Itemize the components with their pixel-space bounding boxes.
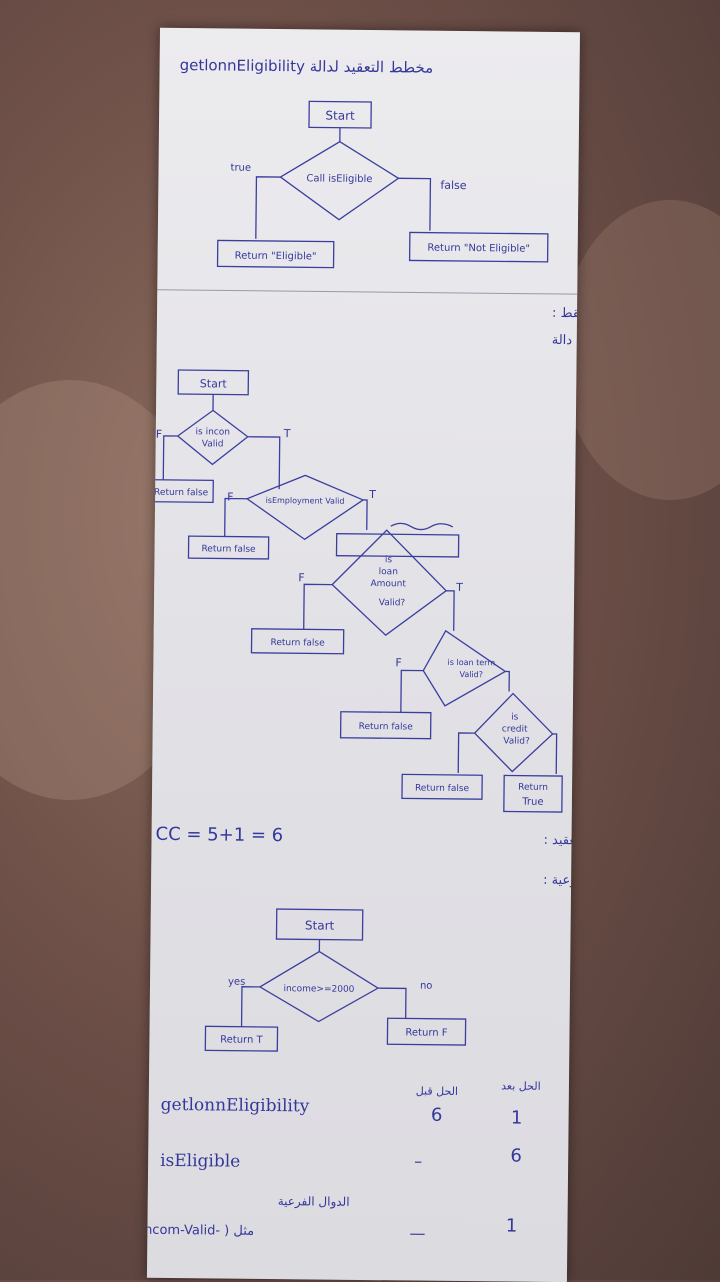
s2-scratched-box — [336, 534, 458, 557]
s2-d4-right-line — [505, 671, 509, 691]
table-row3-before: — — [409, 1223, 425, 1242]
table-row1-before: 6 — [431, 1105, 443, 1126]
s2-d1-true: T — [283, 427, 291, 440]
s2-d5-line2: credit — [502, 724, 528, 734]
table-row3-name: (incom-Valid- ) مثل — [147, 1223, 254, 1239]
s2-d2-label: isEmployment Valid — [266, 496, 345, 506]
handwritten-diagrams: getlonnEligibility مخطط التعقيد لدالة St… — [147, 28, 580, 1282]
s2-return-true-line1: Return — [518, 783, 548, 793]
s2-return-false-4-label: Return false — [359, 722, 414, 733]
cc-label: حساب التعقيد : — [543, 833, 580, 849]
s2-d2-true: T — [368, 488, 376, 501]
s1-right-line — [398, 178, 431, 230]
s2-d5-right-line — [552, 734, 556, 774]
table-col-after: الحل بعد — [501, 1079, 541, 1092]
s2-return-true-line2: True — [521, 797, 543, 808]
table-row2-name: isEligible — [160, 1151, 240, 1172]
s3-heading: مخططات الدوال الفرعية : — [543, 873, 580, 890]
s2-d3-false: F — [298, 571, 304, 584]
s2-d5-line1: is — [511, 713, 519, 723]
s2-d1-right-line — [247, 437, 280, 489]
s3-start-label: Start — [305, 918, 335, 932]
table-row1-name: getlonnEligibility — [161, 1095, 310, 1117]
s2-d3-line2: loan — [379, 567, 398, 577]
s2-d3-true: T — [455, 581, 463, 594]
s2-d4-false: F — [395, 656, 401, 669]
s2-scribble — [391, 523, 453, 530]
s2-return-false-5-label: Return false — [415, 784, 470, 795]
s2-decision-employment — [247, 475, 364, 540]
s2-d4-left-line — [401, 670, 423, 712]
s1-start-label: Start — [325, 109, 355, 123]
s3-decision-label: income>=2000 — [283, 984, 354, 995]
s2-d4-line1: is loan term — [448, 658, 496, 667]
paper-sheet: getlonnEligibility مخطط التعقيد لدالة St… — [147, 28, 580, 1282]
s2-d1-line2: Valid — [202, 439, 224, 449]
s1-decision-label: Call isEligible — [306, 173, 372, 185]
s3-no-label: no — [420, 981, 433, 992]
s2-d3-line4: Valid? — [379, 598, 406, 608]
cc-formula: CC = 5+1 = 6 — [155, 824, 283, 846]
s3-yes-label: yes — [228, 977, 245, 988]
s2-start-label: Start — [200, 377, 228, 390]
s1-left-line — [256, 177, 281, 239]
s2-return-false-1-label: Return false — [154, 488, 209, 499]
s2-d1-line1: is incon — [196, 427, 231, 437]
s1-true-label: true — [230, 163, 251, 174]
s2-d3-line1: is — [385, 555, 393, 565]
s2-return-false-2-label: Return false — [201, 544, 256, 555]
s2-d2-right-line — [363, 500, 367, 530]
s3-return-t-label: Return T — [220, 1034, 263, 1045]
s3-return-f-label: Return F — [405, 1027, 447, 1038]
s2-subheading: isEligible مخطط دالة — [552, 333, 580, 349]
s2-d2-false: F — [227, 491, 233, 504]
table-row3-after: 1 — [506, 1215, 518, 1236]
s1-return-eligible-label: Return "Eligible" — [235, 251, 317, 263]
table-row2-after: 6 — [510, 1146, 522, 1167]
s2-d5-line3: Valid? — [503, 736, 530, 746]
table-row2-before: – — [414, 1152, 422, 1171]
s2-return-false-3-label: Return false — [270, 638, 325, 649]
s2-d1-left-line — [163, 436, 177, 480]
table-row3-note: الدوال الفرعية — [278, 1194, 350, 1210]
s3-left-line — [242, 987, 260, 1027]
section1-title: getlonnEligibility مخطط التعقيد لدالة — [180, 56, 434, 77]
s2-d1-false: F — [156, 428, 162, 441]
s2-d3-line3: Amount — [370, 579, 406, 589]
s3-right-line — [378, 988, 406, 1018]
background-highlight — [560, 200, 720, 500]
s1-return-not-eligible-label: Return "Not Eligible" — [427, 243, 530, 255]
table-col-before: الحل قبل — [416, 1085, 458, 1098]
s2-d2-left-line — [225, 499, 247, 537]
s2-decision-loan-term — [423, 631, 506, 707]
s2-d5-left-line — [458, 733, 474, 773]
s2-d3-left-line — [304, 584, 332, 629]
table-row1-after: 1 — [511, 1108, 523, 1129]
s1-false-label: false — [440, 179, 467, 192]
section-divider — [157, 290, 577, 294]
s2-d3-right-line — [446, 591, 454, 631]
s2-heading: حساب التعقيد لفرع واحد فقط : — [552, 306, 580, 323]
s2-d4-line2: Valid? — [459, 670, 483, 679]
